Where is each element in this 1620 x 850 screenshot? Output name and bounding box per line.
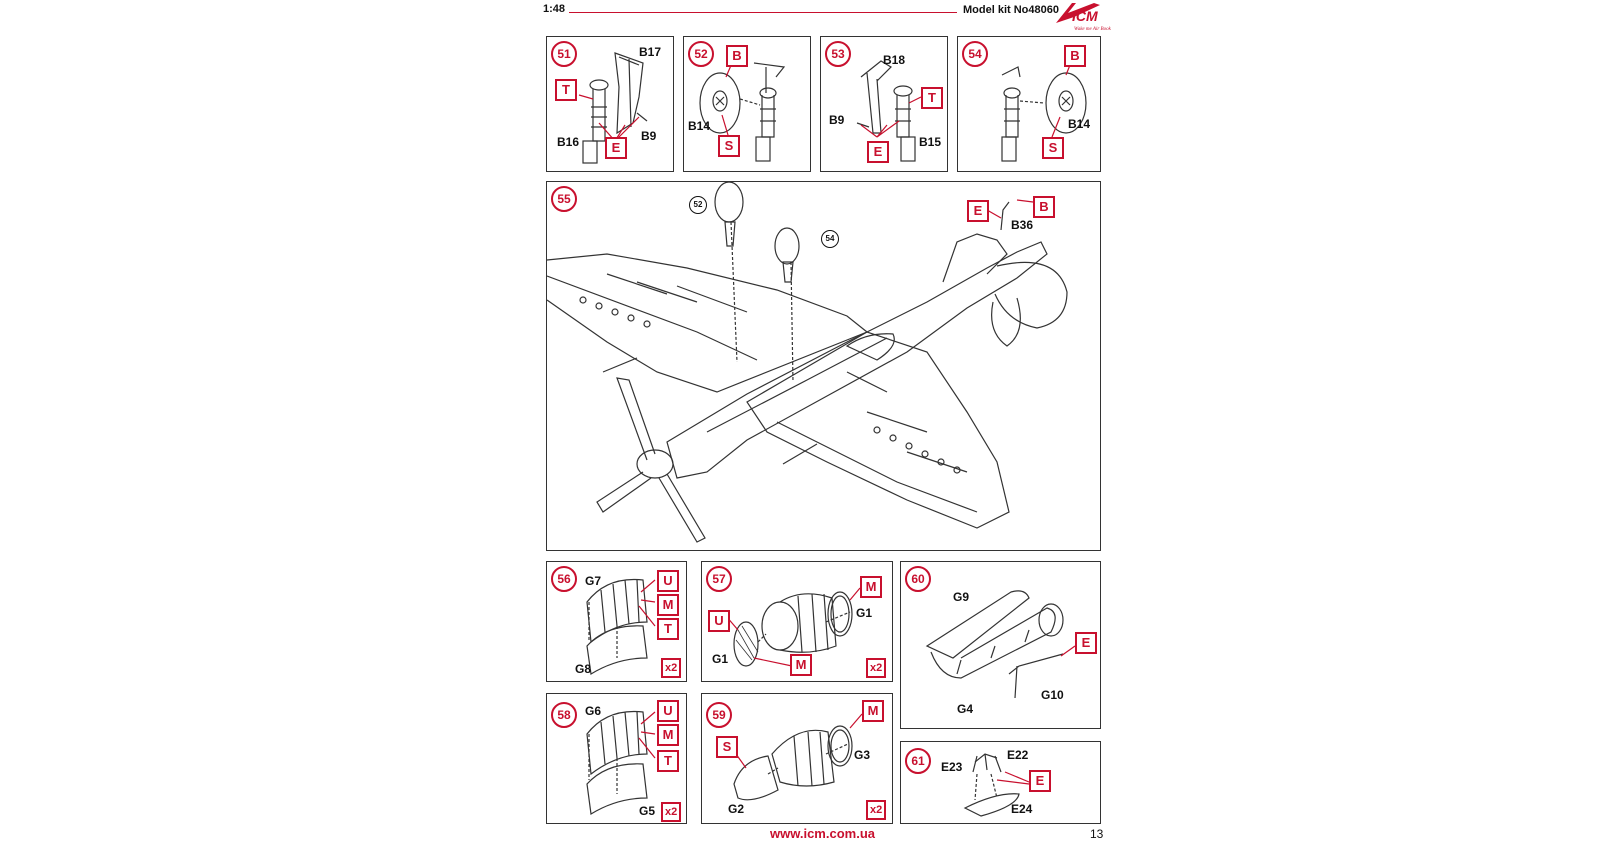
part-label: B14	[688, 119, 711, 133]
logo-text: ICM	[1072, 8, 1098, 24]
kit-number: Model kit No48060	[963, 4, 1059, 16]
step-52-illustration	[699, 62, 786, 162]
callout-t: T	[555, 79, 577, 101]
part-label: G9	[953, 590, 970, 604]
callout-u: U	[657, 570, 679, 592]
step-55-panel: 55 52 54 E B B36	[546, 181, 1101, 551]
step-59-illustration	[733, 713, 863, 801]
callout-m: M	[790, 654, 812, 676]
step-57-illustration	[725, 587, 861, 667]
part-label: G1	[856, 606, 873, 620]
step-number: 60	[905, 566, 931, 592]
step-57-panel: 57 M U M G1 G1 x2	[701, 561, 893, 682]
part-label: G6	[585, 704, 602, 718]
callout-u: U	[657, 700, 679, 722]
callout-s: S	[718, 135, 740, 157]
step-number: 59	[706, 702, 732, 728]
part-label: B14	[1068, 117, 1091, 131]
callout-e: E	[1029, 770, 1051, 792]
step-53-panel: 53 T E B18 B9 B15	[820, 36, 948, 172]
part-label: G3	[854, 748, 871, 762]
callout-t: T	[657, 750, 679, 772]
step-reference-52: 52	[689, 196, 707, 214]
callout-m: M	[657, 724, 679, 746]
step-61-panel: 61 E E22 E23 E24	[900, 741, 1101, 824]
part-label: B15	[919, 135, 942, 149]
callout-s: S	[716, 736, 738, 758]
part-label: E23	[941, 760, 963, 774]
step-59-panel: 59 M S G3 G2 x2	[701, 693, 893, 824]
step-number: 54	[962, 41, 988, 67]
step-number: 55	[551, 186, 577, 212]
part-label: B18	[883, 53, 906, 67]
website-link[interactable]: www.icm.com.ua	[770, 826, 875, 841]
step-51-panel: 51 T E B17 B16 B9	[546, 36, 674, 172]
callout-e: E	[867, 141, 889, 163]
part-label: G5	[639, 804, 656, 818]
callout-t: T	[657, 618, 679, 640]
icm-logo: ICM Wake me Air Book	[1054, 1, 1118, 33]
callout-b: B	[726, 45, 748, 67]
step-56-illustration	[586, 578, 656, 675]
part-label: E24	[1011, 802, 1033, 816]
part-label: G8	[575, 662, 592, 676]
part-label: G2	[728, 802, 745, 816]
part-label: B16	[557, 135, 580, 149]
part-label: G4	[957, 702, 974, 716]
part-label: B9	[641, 129, 657, 143]
quantity-x2-badge: x2	[866, 800, 887, 820]
callout-b: B	[1033, 196, 1055, 218]
quantity-x2-badge: x2	[866, 658, 887, 678]
callout-e: E	[605, 137, 627, 159]
step-56-panel: 56 U M T G7 G8 x2	[546, 561, 687, 682]
step-number: 52	[688, 41, 714, 67]
step-number: 61	[905, 748, 931, 774]
step-number: 58	[551, 702, 577, 728]
callout-s: S	[1042, 137, 1064, 159]
part-label: E22	[1007, 748, 1029, 762]
callout-u: U	[708, 610, 730, 632]
part-label: B17	[639, 45, 662, 59]
step-number: 53	[825, 41, 851, 67]
step-58-illustration	[586, 710, 656, 815]
part-label: G7	[585, 574, 602, 588]
step-number: 51	[551, 41, 577, 67]
step-52-panel: 52 B S B14	[683, 36, 811, 172]
part-label: B9	[829, 113, 845, 127]
part-label: B36	[1011, 218, 1034, 232]
page-number: 13	[1090, 827, 1104, 841]
part-label: G1	[712, 652, 729, 666]
part-label: G10	[1041, 688, 1064, 702]
callout-b: B	[1064, 45, 1086, 67]
callout-e: E	[1075, 632, 1097, 654]
quantity-x2-badge: x2	[661, 802, 682, 822]
step-number: 56	[551, 566, 577, 592]
quantity-x2-badge: x2	[661, 658, 682, 678]
callout-e: E	[967, 200, 989, 222]
logo-tagline: Wake me Air Book	[1074, 27, 1112, 32]
step-55-aircraft-illustration	[547, 182, 1068, 543]
step-number: 57	[706, 566, 732, 592]
step-54-illustration	[1001, 64, 1087, 162]
step-61-illustration	[963, 753, 1030, 817]
step-53-illustration	[856, 60, 922, 162]
callout-m: M	[862, 700, 884, 722]
scale-label: 1:48	[543, 3, 566, 15]
step-60-panel: 60 E G9 G4 G10	[900, 561, 1101, 729]
step-60-illustration	[925, 590, 1076, 699]
step-58-panel: 58 U M T G6 G5 x2	[546, 693, 687, 824]
callout-m: M	[657, 594, 679, 616]
callout-t: T	[921, 87, 943, 109]
step-54-panel: 54 B S B14	[957, 36, 1101, 172]
step-reference-54: 54	[821, 230, 839, 248]
header-rule	[569, 12, 957, 13]
callout-m: M	[860, 576, 882, 598]
